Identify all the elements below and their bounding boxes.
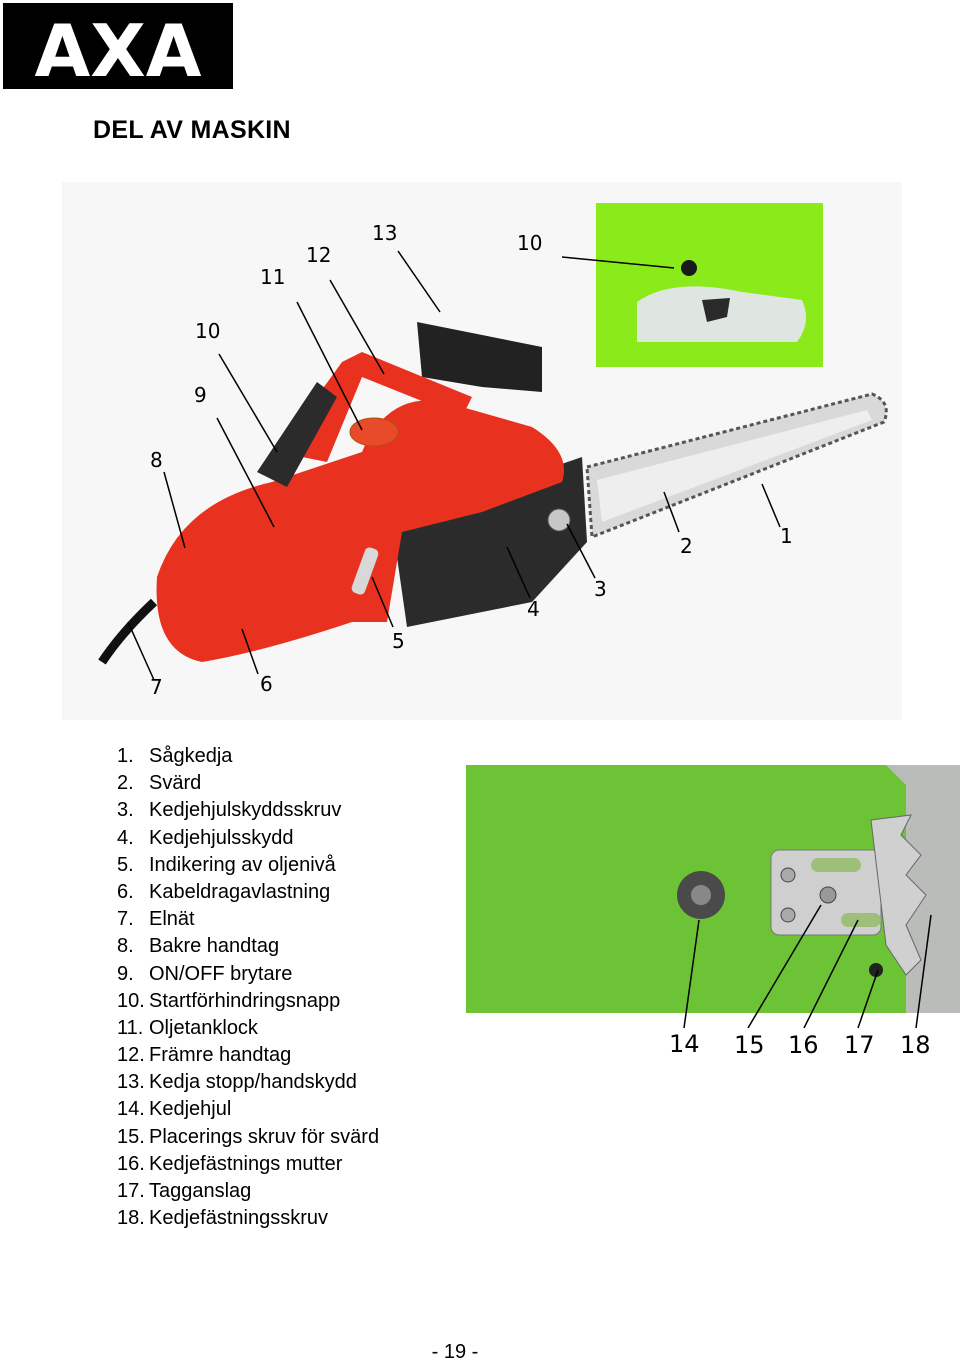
- logo-text: AXA: [35, 9, 202, 89]
- list-item: 10.Startförhindringsnapp: [117, 988, 379, 1015]
- list-item-number: 4.: [117, 826, 134, 849]
- list-item: 17.Tagganslag: [117, 1178, 379, 1205]
- callout-6: 6: [260, 672, 273, 696]
- list-item: 18.Kedjefästningsskruv: [117, 1205, 379, 1232]
- callout-15: 15: [734, 1031, 765, 1059]
- list-item: 11.Oljetanklock: [117, 1015, 379, 1042]
- list-item-label: Främre handtag: [149, 1044, 292, 1067]
- list-item: 6. Kabeldragavlastning: [117, 879, 379, 906]
- page-title: DEL AV MASKIN: [93, 116, 291, 144]
- list-item-number: 13.: [117, 1071, 145, 1094]
- list-item-label: Oljetanklock: [149, 1016, 258, 1039]
- list-item-number: 16.: [117, 1152, 145, 1175]
- page-number: - 19 -: [431, 1341, 479, 1363]
- list-item-number: 2.: [117, 772, 134, 795]
- sprocket-detail-figure: 14 15 16 17 18: [466, 765, 960, 1065]
- list-item: 5. Indikering av oljenivå: [117, 852, 379, 879]
- list-item-number: 8.: [117, 935, 134, 958]
- callout-7: 7: [150, 675, 163, 699]
- list-item-label: Kedja stopp/handskydd: [149, 1071, 357, 1094]
- list-item-label: Kabeldragavlastning: [149, 880, 331, 903]
- list-item-label: Kedjehjulskyddsskruv: [149, 799, 342, 822]
- list-item-label: Bakre handtag: [149, 935, 280, 958]
- list-item-number: 12.: [117, 1044, 145, 1067]
- list-item-label: Indikering av oljenivå: [149, 853, 336, 876]
- list-item: 7. Elnät: [117, 906, 379, 933]
- list-item-number: 1.: [117, 745, 134, 767]
- chainsaw-figure: 1 2 3 4 5 6 7 8 9 10 11 12 13 10: [62, 182, 902, 720]
- list-item-number: 11.: [117, 1016, 144, 1039]
- list-item: 8. Bakre handtag: [117, 933, 379, 960]
- callout-5: 5: [392, 629, 405, 653]
- callout-10-inset: 10: [517, 231, 542, 255]
- list-item: 1. Sågkedja: [117, 743, 379, 770]
- callout-3: 3: [594, 577, 607, 601]
- list-item-number: 5.: [117, 853, 134, 876]
- guide-bar: [585, 392, 888, 540]
- callout-8: 8: [150, 448, 163, 472]
- callout-16: 16: [788, 1031, 819, 1059]
- list-item-label: ON/OFF brytare: [149, 962, 293, 985]
- list-item-label: Sågkedja: [149, 745, 233, 767]
- callout-2: 2: [680, 534, 693, 558]
- callout-4: 4: [527, 597, 540, 621]
- list-item-label: Svärd: [149, 772, 202, 795]
- list-item: 2. Svärd: [117, 770, 379, 797]
- list-item: 4. Kedjehjulsskydd: [117, 825, 379, 852]
- list-item-label: Kedjehjulsskydd: [149, 826, 294, 849]
- list-item-number: 15.: [117, 1125, 145, 1148]
- list-item-label: Tagganslag: [149, 1180, 252, 1202]
- handle-inset-photo: [596, 203, 823, 367]
- list-item-number: 18.: [117, 1207, 145, 1230]
- list-item-number: 17.: [117, 1180, 145, 1202]
- parts-list: 1. Sågkedja 2. Svärd 3. Kedjehjulskyddsskruv 4…: [117, 743, 379, 1232]
- list-item-label: Startförhindringsnapp: [149, 989, 341, 1012]
- callout-14: 14: [669, 1030, 700, 1058]
- callout-12: 12: [306, 243, 331, 267]
- list-item-number: 9.: [117, 962, 134, 985]
- list-item: 13.Kedja stopp/handskydd: [117, 1069, 379, 1096]
- list-item: 14.Kedjehjul: [117, 1096, 379, 1123]
- axa-logo: AXA: [3, 3, 233, 89]
- list-item-number: 6.: [117, 880, 134, 903]
- callout-9: 9: [194, 383, 207, 407]
- callout-10: 10: [195, 319, 220, 343]
- list-item-label: Elnät: [149, 908, 195, 931]
- list-item-number: 3.: [117, 799, 134, 822]
- callout-18: 18: [900, 1031, 931, 1059]
- list-item-number: 7.: [117, 908, 134, 931]
- list-item-label: Kedjefästnings mutter: [149, 1152, 343, 1175]
- list-item: 16.Kedjefästnings mutter: [117, 1151, 379, 1178]
- callout-1: 1: [780, 524, 793, 548]
- list-item-number: 10.: [117, 989, 145, 1012]
- list-item-number: 14.: [117, 1098, 145, 1121]
- list-item-label: Kedjefästningsskruv: [149, 1207, 328, 1230]
- list-item: 15.Placerings skruv för svärd: [117, 1124, 379, 1151]
- list-item: 9. ON/OFF brytare: [117, 961, 379, 988]
- callout-13: 13: [372, 221, 397, 245]
- callout-11: 11: [260, 265, 285, 289]
- list-item-label: Kedjehjul: [149, 1098, 232, 1121]
- list-item-label: Placerings skruv för svärd: [149, 1125, 380, 1148]
- list-item: 3. Kedjehjulskyddsskruv: [117, 797, 379, 824]
- list-item: 12.Främre handtag: [117, 1042, 379, 1069]
- callout-17: 17: [844, 1031, 875, 1059]
